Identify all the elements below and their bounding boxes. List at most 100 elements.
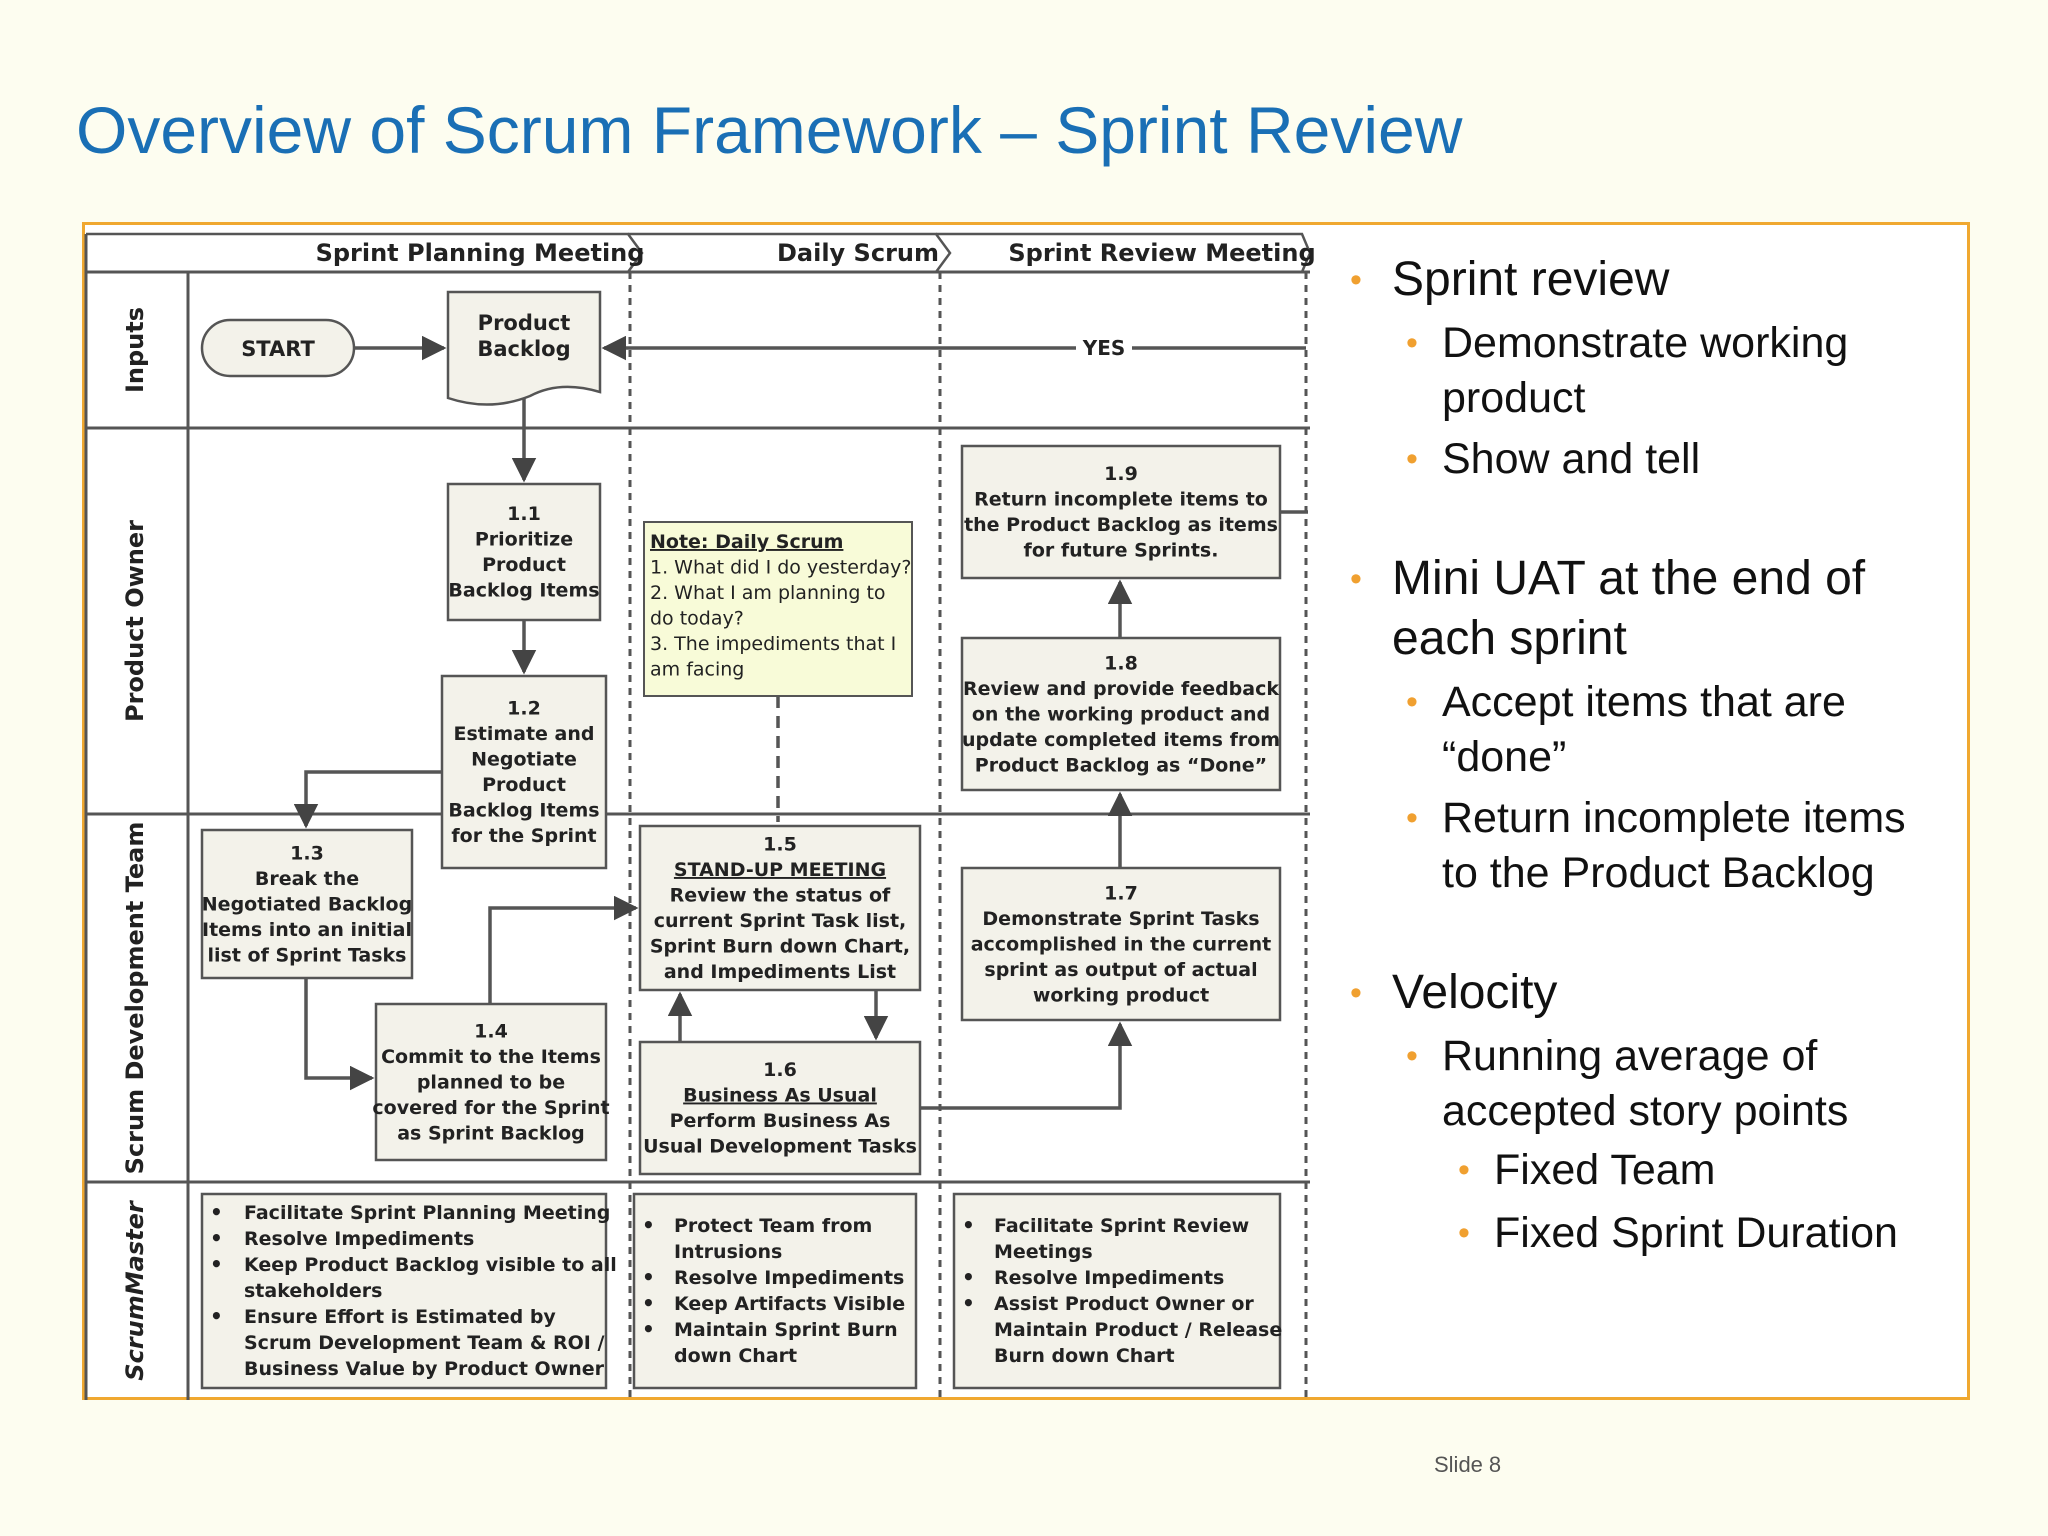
process-id: 1.1 <box>507 503 541 525</box>
product-backlog-node <box>446 290 602 406</box>
process-text: Items into an initial <box>202 919 412 941</box>
process-text: Product <box>482 554 566 576</box>
process-text: Product <box>482 774 566 796</box>
scrummaster-bullet: • <box>210 1226 223 1250</box>
scrummaster-item: Facilitate Sprint Review <box>994 1215 1249 1237</box>
lane-label: Product Owner <box>121 520 149 722</box>
process-box-1-3 <box>200 828 414 980</box>
process-text: Commit to the Items <box>381 1046 601 1068</box>
scrummaster-item: stakeholders <box>244 1280 382 1302</box>
bullet-l2: Running average of accepted story points <box>1350 1029 1950 1139</box>
process-text: Usual Development Tasks <box>643 1136 917 1158</box>
arrow-1-6-to-1-7 <box>920 1021 1133 1110</box>
scrummaster-item: Resolve Impediments <box>244 1228 474 1250</box>
scrummaster-item: Keep Artifacts Visible <box>674 1293 905 1315</box>
bullet-l2: Show and tell <box>1350 432 1950 487</box>
process-id: 1.6 <box>763 1059 797 1081</box>
scrummaster-bullet: • <box>642 1317 655 1341</box>
process-text: working product <box>1033 984 1209 1006</box>
phase-label: Daily Scrum <box>777 239 939 267</box>
process-text: Return incomplete items to <box>974 489 1268 511</box>
scrummaster-bullet: • <box>642 1291 655 1315</box>
scrummaster-bullet: • <box>962 1265 975 1289</box>
scrummaster-item: Resolve Impediments <box>674 1267 904 1289</box>
note-line: 1. What did I do yesterday? <box>650 557 911 579</box>
process-box-1-8 <box>960 636 1282 792</box>
note-line: do today? <box>650 608 744 630</box>
scrummaster-bullet: • <box>642 1213 655 1237</box>
process-box-1-5 <box>638 824 922 992</box>
slide-number-value: 8 <box>1488 1452 1502 1477</box>
bullet-l1: Mini UAT at the end of each sprint <box>1350 549 1950 669</box>
bullet-l1: Velocity <box>1350 963 1950 1023</box>
arrow-1-3-to-1-4 <box>304 978 375 1091</box>
scrummaster-bullet: • <box>210 1252 223 1276</box>
scrummaster-bullet: • <box>642 1265 655 1289</box>
scrummaster-item: Burn down Chart <box>994 1345 1175 1367</box>
process-text: Review and provide feedback <box>963 678 1279 700</box>
note-line: 3. The impediments that I <box>650 633 896 655</box>
scrummaster-item: Intrusions <box>674 1241 782 1263</box>
bullet-l1: Sprint review <box>1350 250 1950 310</box>
product-backlog-label: Backlog <box>477 337 570 361</box>
scrummaster-bullet: • <box>962 1213 975 1237</box>
yes-label: YES <box>1082 336 1126 360</box>
process-text: sprint as output of actual <box>984 959 1257 981</box>
process-text: Business As Usual <box>683 1085 877 1107</box>
process-text: list of Sprint Tasks <box>208 944 407 966</box>
lane-label: Inputs <box>121 307 149 393</box>
scrummaster-item: Ensure Effort is Estimated by <box>244 1306 556 1328</box>
scrummaster-item: Scrum Development Team & ROI / <box>244 1332 604 1354</box>
product-backlog-label: Product <box>478 311 571 335</box>
process-box-1-7 <box>960 866 1282 1022</box>
scrummaster-item: Assist Product Owner or <box>994 1293 1254 1315</box>
lane-label: Scrum Development Team <box>121 822 149 1175</box>
process-text: covered for the Sprint <box>372 1097 609 1119</box>
scrummaster-item: down Chart <box>674 1345 797 1367</box>
scrummaster-item: Business Value by Product Owner <box>244 1358 605 1380</box>
process-id: 1.5 <box>763 834 797 856</box>
process-text: Product Backlog as “Done” <box>975 754 1267 776</box>
process-id: 1.7 <box>1104 882 1138 904</box>
process-text: the Product Backlog as items <box>964 514 1278 536</box>
scrummaster-bullet: • <box>210 1304 223 1328</box>
process-text: Backlog Items <box>448 580 599 602</box>
scrummaster-item: Keep Product Backlog visible to all <box>244 1254 617 1276</box>
scrummaster-bullet: • <box>962 1291 975 1315</box>
process-text: Backlog Items <box>448 800 599 822</box>
bullet-list: Sprint reviewDemonstrate working product… <box>1350 250 1950 1265</box>
process-text: STAND-UP MEETING <box>674 859 886 881</box>
note-line: am facing <box>650 659 744 681</box>
process-text: Sprint Burn down Chart, <box>650 936 910 958</box>
process-text: update completed items from <box>962 729 1280 751</box>
daily-scrum-note <box>643 521 913 697</box>
process-id: 1.9 <box>1104 463 1138 485</box>
scrummaster-item: Facilitate Sprint Planning Meeting <box>244 1202 610 1224</box>
process-text: as Sprint Backlog <box>397 1122 585 1144</box>
process-text: and Impediments List <box>664 961 896 983</box>
bullet-l3: Fixed Team <box>1350 1139 1950 1202</box>
process-text: Demonstrate Sprint Tasks <box>982 908 1259 930</box>
phase-label: Sprint Review Meeting <box>1008 239 1315 267</box>
scrummaster-box <box>632 1192 918 1390</box>
scrummaster-item: Resolve Impediments <box>994 1267 1224 1289</box>
process-text: Prioritize <box>475 529 573 551</box>
bullet-l3: Fixed Sprint Duration <box>1350 1202 1950 1265</box>
process-box-1-9 <box>960 444 1282 580</box>
scrummaster-bullet: • <box>210 1200 223 1224</box>
process-id: 1.3 <box>290 842 324 864</box>
process-text: planned to be <box>417 1071 565 1093</box>
note-line: 2. What I am planning to <box>650 582 886 604</box>
process-text: Perform Business As <box>670 1110 891 1132</box>
process-text: Break the <box>255 868 359 890</box>
scrummaster-box <box>200 1192 608 1390</box>
process-text: Negotiated Backlog <box>202 893 412 915</box>
scrummaster-item: Maintain Product / Release <box>994 1319 1282 1341</box>
phase-label: Sprint Planning Meeting <box>316 239 645 267</box>
process-id: 1.8 <box>1104 652 1138 674</box>
scrummaster-box <box>952 1192 1282 1390</box>
scrummaster-item: Protect Team from <box>674 1215 872 1237</box>
scrummaster-item: Meetings <box>994 1241 1093 1263</box>
